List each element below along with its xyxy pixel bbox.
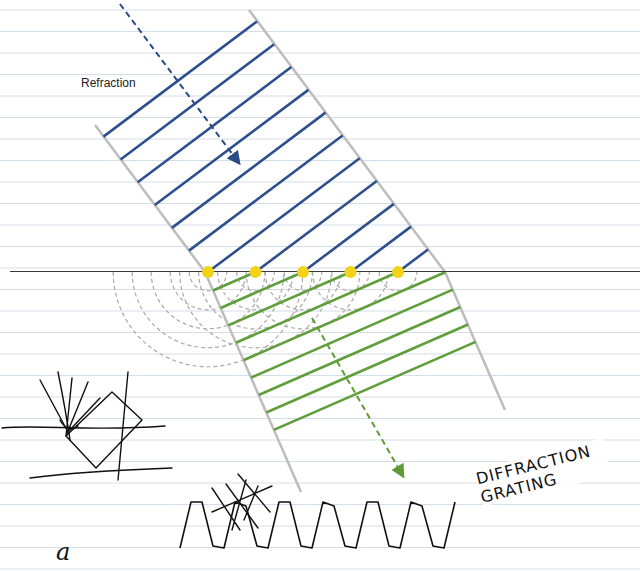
- wavelet: [113, 272, 303, 367]
- incident-wavefronts: [103, 21, 428, 272]
- wavefront: [303, 204, 394, 272]
- ruling-line: [0, 547, 640, 548]
- ruling-line: [0, 375, 640, 376]
- wavefront: [138, 67, 292, 182]
- title-label: Refraction: [81, 76, 171, 90]
- wavelet: [199, 272, 313, 329]
- incident-ray: [120, 4, 239, 163]
- wavefront: [221, 272, 303, 308]
- source-dot: [250, 266, 262, 278]
- ruling-line: [0, 246, 640, 247]
- interface-line: [10, 271, 640, 272]
- ruling-line: [0, 96, 640, 97]
- notebook-ruling: [0, 10, 640, 569]
- sketch-stroke: [60, 420, 78, 429]
- beam-borders: [95, 10, 505, 492]
- wavefront: [266, 324, 468, 412]
- incident-beam-edge: [249, 10, 445, 272]
- ruling-line: [0, 332, 640, 333]
- wavelet: [246, 272, 360, 329]
- ruling-line: [0, 504, 640, 505]
- wavefront: [208, 158, 360, 272]
- source-dot: [297, 266, 309, 278]
- ruling-line: [0, 289, 640, 290]
- ruling-line: [0, 526, 640, 527]
- wavefront: [155, 90, 309, 205]
- ruling-line: [0, 182, 640, 183]
- sketch-stroke: [30, 468, 172, 478]
- sketch-stroke: [66, 392, 142, 468]
- ruling-line: [0, 440, 640, 441]
- hand-sketch: [2, 372, 272, 530]
- huygens-wavelets: [113, 272, 417, 367]
- wavefront: [256, 181, 377, 272]
- source-dot: [345, 266, 357, 278]
- ruling-line: [0, 569, 640, 570]
- wavefront: [213, 272, 255, 291]
- sketch-hatch: [212, 474, 272, 530]
- ruling-line: [0, 354, 640, 355]
- sketch-stroke: [40, 380, 100, 432]
- sketch-stroke: [118, 372, 128, 480]
- ruling-line: [0, 397, 640, 398]
- grating-zigzag: [180, 502, 455, 548]
- wavefront: [121, 44, 275, 159]
- wavefront: [351, 227, 411, 272]
- huygens-sources: [202, 266, 404, 278]
- refracted-wavefronts: [213, 272, 476, 430]
- wavefront: [228, 272, 350, 325]
- source-dot: [202, 266, 214, 278]
- wavefront: [274, 342, 476, 430]
- wavefront: [259, 307, 461, 395]
- source-dot: [392, 266, 404, 278]
- ruling-line: [0, 74, 640, 75]
- sketch-stroke: [2, 426, 165, 428]
- ruling-line: [0, 160, 640, 161]
- ruling-line: [0, 268, 640, 269]
- wavefront: [172, 113, 326, 228]
- ruling-line: [0, 31, 640, 32]
- handwritten-note: DIFFRACTION GRATING: [474, 438, 611, 507]
- ruling-line: [0, 10, 640, 11]
- diffraction-grating-sketch: [180, 502, 455, 548]
- ruling-line: [0, 139, 640, 140]
- wavefront: [189, 135, 343, 250]
- sketch-letter: a: [56, 538, 82, 566]
- refracted-ray: [312, 318, 403, 476]
- ruling-line: [0, 418, 640, 419]
- ruling-line: [0, 203, 640, 204]
- wavefront: [236, 272, 398, 343]
- ruling-line: [0, 53, 640, 54]
